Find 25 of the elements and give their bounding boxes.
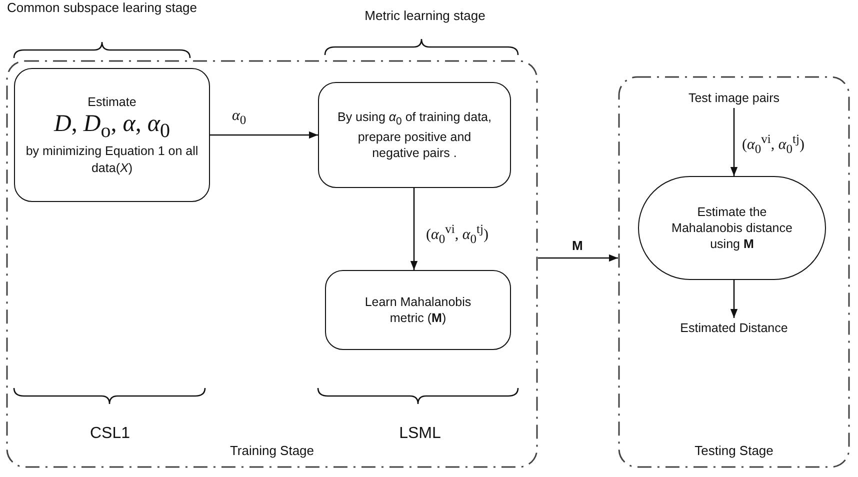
node-text: By using α$_{0}$ of training data, prepare positive and negative pairs . <box>336 108 492 162</box>
node-text: Estimate the Mahalanobis distance using M <box>670 204 794 252</box>
stage-title: Training Stage <box>228 443 316 458</box>
arrow <box>730 280 738 318</box>
node-text: by minimizing Equation 1 on all data(X) <box>24 143 200 176</box>
stage-title: Testing Stage <box>694 443 774 458</box>
node-text: Test image pairs <box>688 90 780 106</box>
process-box <box>14 68 210 202</box>
terminal-box <box>638 176 826 280</box>
math-formula: D, D$_{o}$, α, α$_{0}$ <box>54 110 170 144</box>
arrow <box>410 188 418 270</box>
arrow <box>730 108 738 176</box>
arrow <box>210 131 318 139</box>
node-text: Estimated Distance <box>680 320 788 336</box>
node-text: Learn Mahalanobis metric (M) <box>364 294 472 326</box>
stage-label: CSL1 <box>88 424 132 444</box>
stage-label: Metric learning stage <box>364 8 486 24</box>
process-box <box>318 82 511 188</box>
stage-label: Common subspace learing stage <box>6 0 198 16</box>
edge-label: M <box>572 238 583 253</box>
stage-container <box>6 60 538 468</box>
process-box <box>325 270 511 350</box>
node-text: Estimate <box>88 94 136 110</box>
arrow <box>538 254 618 262</box>
stage-label: LSML <box>398 424 442 444</box>
